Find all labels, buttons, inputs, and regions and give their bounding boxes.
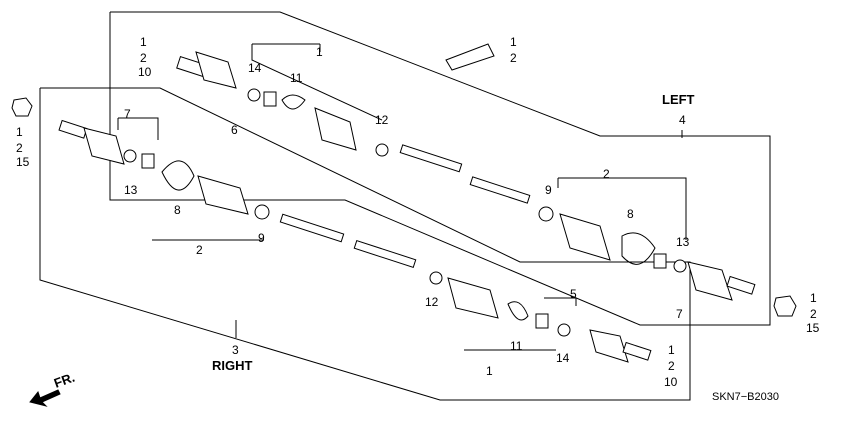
left-group-frame: [109, 11, 771, 326]
label-clip-1-left: 1: [140, 35, 147, 49]
label-5: 5: [570, 287, 577, 301]
label-4: 4: [679, 113, 686, 127]
label-clip-2-left: 2: [140, 51, 147, 65]
right-labels: RIGHT 3 1 2 5 7 8 9 10 11 12 13 14 15: [16, 107, 678, 389]
label-8-right: 8: [174, 203, 181, 217]
nuts: [11, 97, 797, 317]
label-grease-1: 1: [510, 35, 517, 49]
grease-tube: [445, 43, 495, 71]
label-15-left: 15: [806, 321, 820, 335]
label-12-right: 12: [425, 295, 439, 309]
label-7-right: 7: [124, 107, 131, 121]
label-nut-1-left: 1: [16, 125, 23, 139]
label-1-left: 1: [316, 45, 323, 59]
label-nut-2-left: 2: [16, 141, 23, 155]
label-10-right: 10: [664, 375, 678, 389]
label-11-right: 11: [510, 339, 523, 353]
label-13-left: 13: [676, 235, 690, 249]
label-7-left: 7: [676, 307, 683, 321]
label-10-left: 10: [138, 65, 152, 79]
label-14-right: 14: [556, 351, 570, 365]
label-clip-2-right: 2: [668, 359, 675, 373]
nut-right: [773, 295, 797, 317]
label-8-left: 8: [627, 207, 634, 221]
left-title: LEFT: [662, 92, 695, 107]
label-clip-1-right: 1: [668, 343, 675, 357]
label-9-left: 9: [545, 183, 552, 197]
label-nut-2-right: 2: [810, 307, 817, 321]
label-2-left: 2: [603, 167, 610, 181]
diagram-code: SKN7−B2030: [712, 391, 779, 403]
label-grease-2: 2: [510, 51, 517, 65]
right-title: RIGHT: [212, 358, 253, 373]
label-12-left: 12: [375, 113, 389, 127]
right-driveshaft: [58, 119, 652, 363]
nut-left: [11, 97, 33, 117]
label-6: 6: [231, 123, 238, 137]
label-15-right: 15: [16, 155, 30, 169]
label-11-left: 11: [290, 71, 303, 85]
front-arrow: [29, 389, 61, 407]
label-9-right: 9: [258, 231, 265, 245]
label-13-right: 13: [124, 183, 138, 197]
label-nut-1-right: 1: [810, 291, 817, 305]
label-14-left: 14: [248, 61, 262, 75]
label-3: 3: [232, 343, 239, 357]
left-labels: LEFT 4 1 2 6 7 8 9 10 11 12 13 14 15: [138, 45, 820, 335]
front-label: FR.: [52, 370, 77, 391]
misc-labels: 1 2 1 2 1 2 1 2 1 2: [16, 35, 817, 373]
label-1-right: 1: [486, 364, 493, 378]
label-2-right: 2: [196, 243, 203, 257]
right-group-frame: [39, 87, 691, 401]
left-driveshaft: [176, 51, 756, 301]
